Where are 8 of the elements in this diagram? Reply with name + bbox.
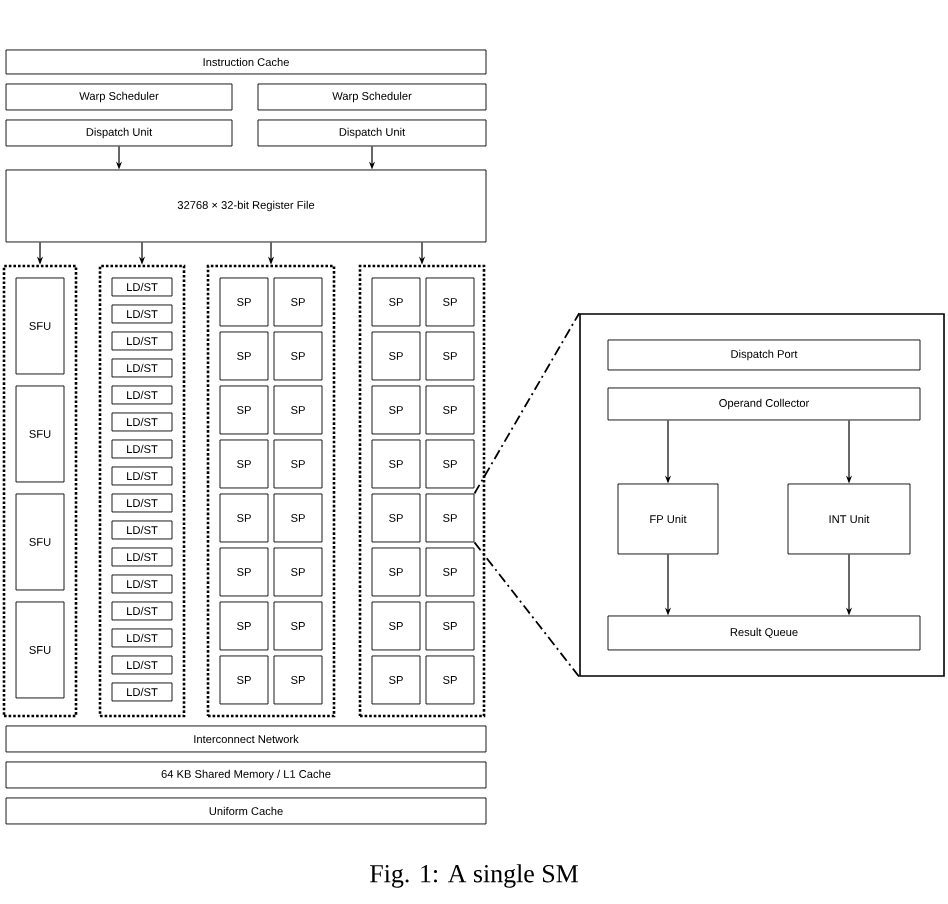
column-frame (358, 264, 486, 718)
column-frame (206, 264, 336, 718)
column-frame (2, 264, 78, 718)
zoom-line (473, 312, 581, 495)
zoom-panel (579, 313, 945, 677)
caption: Fig. 1: A single SM (370, 864, 578, 888)
column-frame (98, 264, 186, 718)
zoom-line (473, 541, 581, 678)
